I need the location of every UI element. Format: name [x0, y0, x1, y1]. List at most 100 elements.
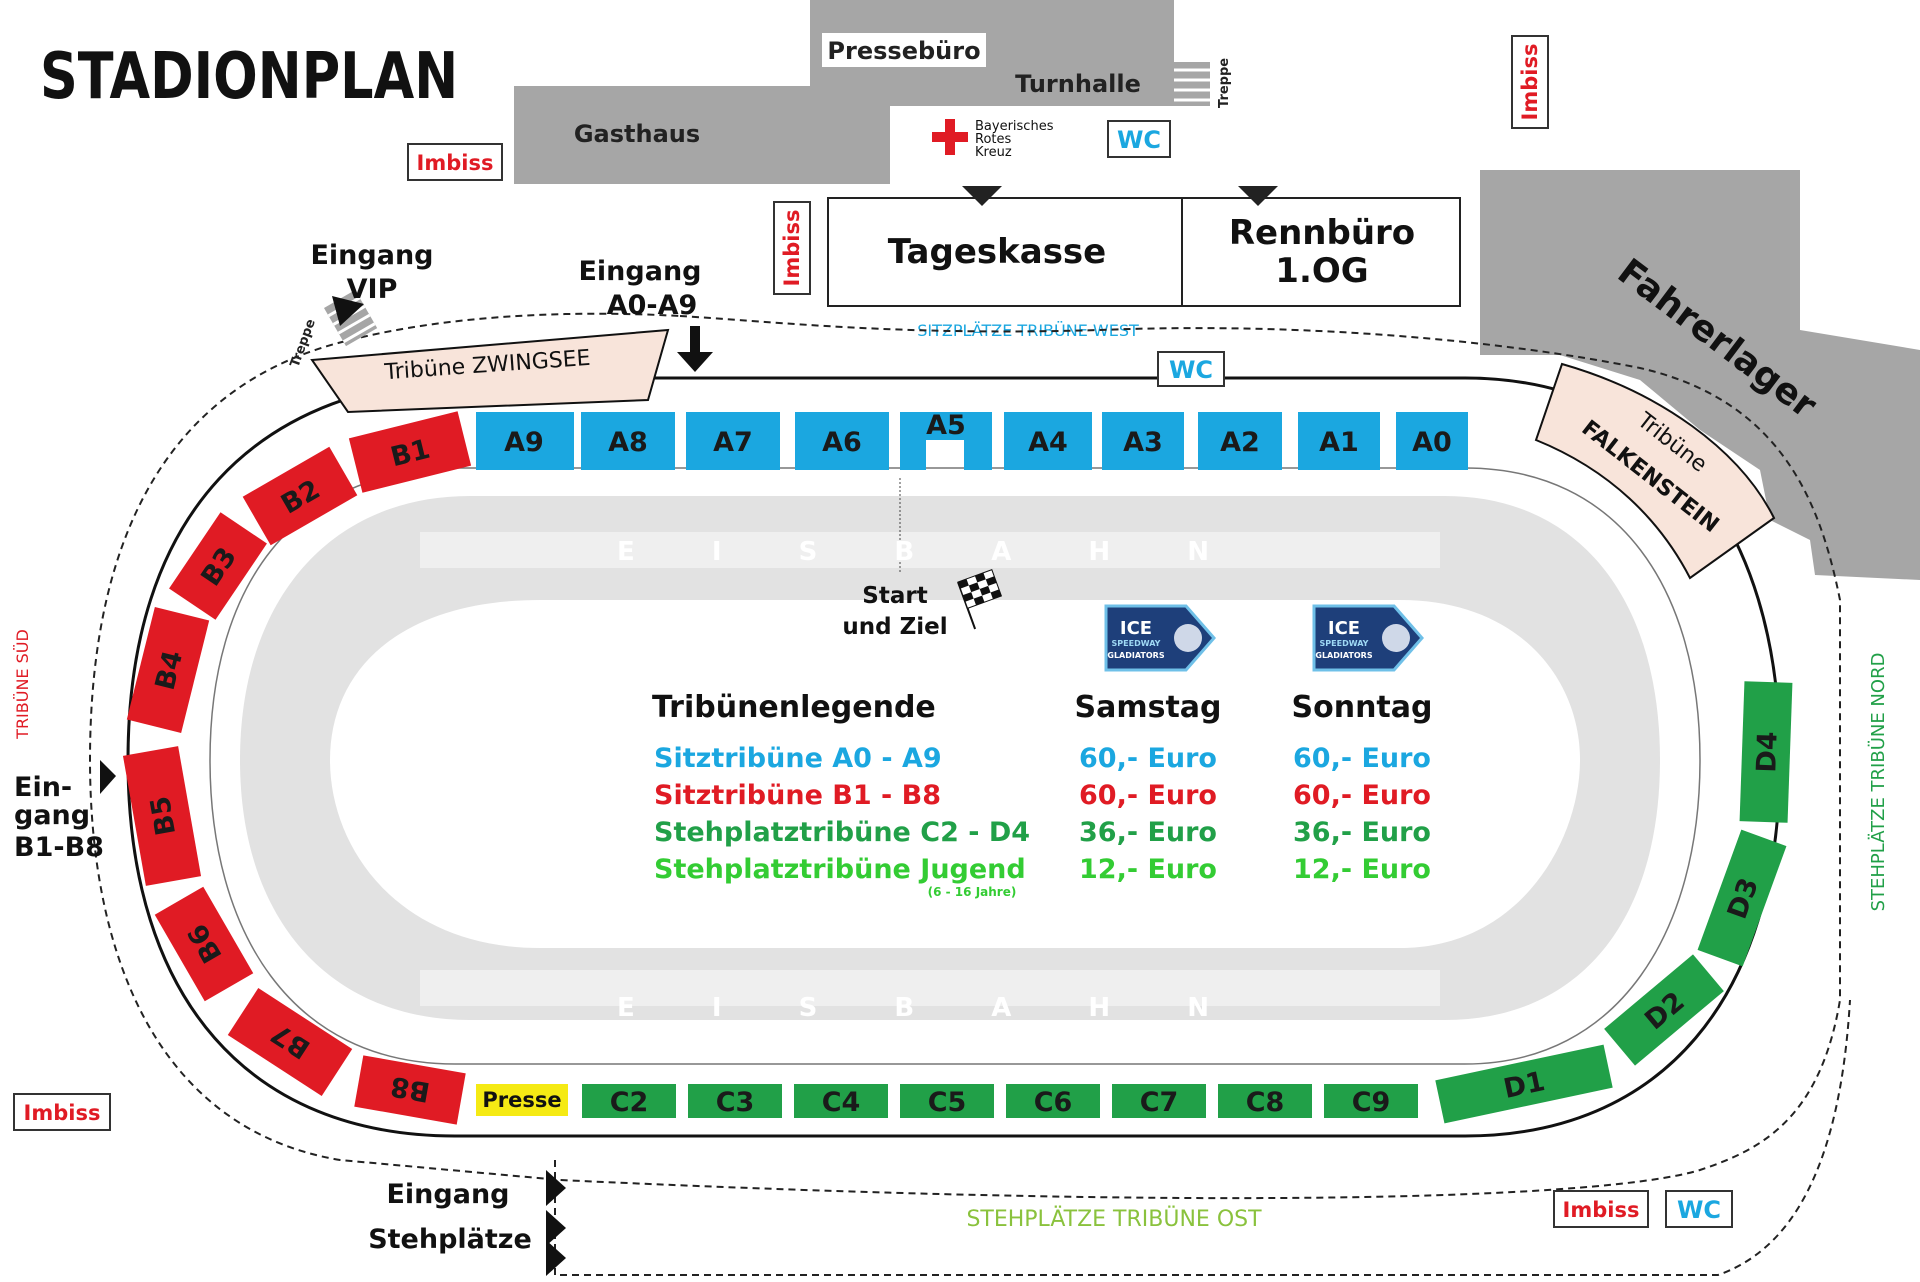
label-a0: A0	[1412, 427, 1452, 458]
blocks-a	[476, 412, 1468, 470]
block-a1[interactable]	[1298, 412, 1380, 470]
block-b3[interactable]: B3	[169, 512, 267, 620]
gasthaus-label: Gasthaus	[574, 120, 700, 148]
page-title: STADIONPLAN	[40, 39, 458, 113]
label-a3: A3	[1123, 427, 1163, 458]
entrance-b-line1: Ein-	[14, 772, 72, 803]
entrance-b-arrow-icon	[100, 760, 116, 794]
label-b8: B8	[388, 1070, 432, 1107]
outer-boundary	[88, 312, 1841, 1200]
imbiss-label-gasthaus: Imbiss	[417, 151, 494, 175]
track-label-top: E I S B A H N	[617, 537, 1243, 567]
block-presse[interactable]	[476, 1084, 568, 1116]
track-label-bottom: E I S B A H N	[617, 993, 1243, 1023]
legend-row-a-sat: 60,- Euro	[1079, 743, 1217, 774]
block-a4[interactable]	[1004, 412, 1092, 470]
entrance-vip-line2: VIP	[347, 274, 398, 305]
block-b7[interactable]: B7	[227, 988, 353, 1096]
block-b6[interactable]: B6	[154, 886, 254, 1002]
entrance-a-line1: Eingang	[578, 256, 701, 287]
buildings	[514, 0, 1920, 580]
block-c8[interactable]	[1218, 1084, 1312, 1118]
tribune-zwingsee	[310, 328, 670, 414]
rennbuero-floor: 1.OG	[1275, 251, 1368, 291]
block-b8[interactable]: B8	[354, 1055, 466, 1125]
legend-row-b-sat: 60,- Euro	[1079, 780, 1217, 811]
legend-youth-note: (6 - 16 Jahre)	[928, 885, 1017, 899]
block-a5[interactable]	[900, 412, 992, 470]
entrance-vip-line1: Eingang	[310, 240, 433, 271]
legend-row-b-label: Sitztribüne B1 - B8	[654, 780, 941, 811]
tribune-falkenstein	[1534, 362, 1776, 580]
block-a6[interactable]	[795, 412, 889, 470]
block-d4[interactable]: D4	[1739, 681, 1793, 823]
kasse-building	[827, 197, 1461, 307]
legend-row-j-label: Stehplatztribüne Jugend	[654, 854, 1026, 885]
block-a0[interactable]	[1396, 412, 1468, 470]
block-a9[interactable]	[476, 412, 574, 470]
label-a2: A2	[1220, 427, 1260, 458]
track-band-top	[420, 532, 1440, 568]
blocks-c	[582, 1084, 1418, 1118]
entrance-steh-line2: Stehplätze	[368, 1224, 532, 1255]
block-c7[interactable]	[1112, 1084, 1206, 1118]
label-c3: C3	[716, 1087, 755, 1118]
block-d2[interactable]: D2	[1604, 954, 1724, 1066]
logo-sun-gladiators: GLADIATORS	[1315, 651, 1372, 660]
block-c6[interactable]	[1006, 1084, 1100, 1118]
entrance-steh-line1: Eingang	[386, 1179, 509, 1210]
imbiss-label-bottom: Imbiss	[1563, 1198, 1640, 1222]
imbiss-box-gasthaus	[407, 143, 503, 181]
tageskasse-label: Tageskasse	[888, 232, 1106, 272]
block-b2[interactable]: B2	[242, 446, 358, 546]
entrance-vip-arrow-icon	[332, 296, 364, 326]
label-c4: C4	[822, 1087, 861, 1118]
ost-boundary	[554, 999, 1851, 1276]
rennbuero-arrow-icon	[1238, 186, 1278, 206]
block-a7[interactable]	[686, 412, 780, 470]
turnhalle-label: Turnhalle	[1015, 70, 1141, 98]
block-c4[interactable]	[794, 1084, 888, 1118]
entrance-b-line2: gang	[14, 800, 90, 831]
block-c2[interactable]	[582, 1084, 676, 1118]
legend-row-c-sun: 36,- Euro	[1293, 817, 1431, 848]
block-d3[interactable]: D3	[1697, 829, 1787, 967]
label-a5: A5	[926, 410, 966, 441]
block-b5[interactable]: B5	[122, 746, 202, 886]
blocks-d: D1 D2 D3 D4	[1435, 681, 1793, 1124]
logo-sun-ice: ICE	[1328, 618, 1360, 639]
block-a8[interactable]	[581, 412, 675, 470]
block-c5[interactable]	[900, 1084, 994, 1118]
checkered-flag-icon	[957, 569, 1003, 630]
label-c6: C6	[1034, 1087, 1073, 1118]
block-c3[interactable]	[688, 1084, 782, 1118]
fahrerlager-area	[1480, 170, 1920, 580]
kasse-arrow-icon	[962, 186, 1002, 206]
label-presse: Presse	[482, 1088, 561, 1112]
wc-box-top	[1107, 120, 1171, 158]
block-d1[interactable]: D1	[1435, 1044, 1613, 1124]
imbiss-label-topright: Imbiss	[1518, 44, 1542, 121]
block-c9[interactable]	[1324, 1084, 1418, 1118]
label-a6: A6	[822, 427, 862, 458]
block-b4[interactable]: B4	[126, 606, 210, 734]
block-a3[interactable]	[1102, 412, 1184, 470]
label-a8: A8	[608, 427, 648, 458]
block-b1[interactable]: B1	[348, 411, 472, 493]
imbiss-box-left	[13, 1093, 111, 1131]
label-c9: C9	[1352, 1087, 1391, 1118]
blocks-b: B1 B2 B3 B4 B5 B6 B7 B8	[122, 411, 472, 1125]
legend-heading: Tribünenlegende	[652, 690, 936, 725]
imbiss-box-topright	[1511, 35, 1549, 129]
turnhalle-lower	[760, 106, 890, 184]
entrance-b-line3: B1-B8	[14, 832, 104, 863]
label-c8: C8	[1246, 1087, 1285, 1118]
entrance-a-line2: A0-A9	[607, 290, 698, 321]
treppe-stairs-icon	[1174, 62, 1210, 106]
track-band-bottom	[420, 970, 1440, 1006]
block-a2[interactable]	[1198, 412, 1282, 470]
brk-line2: Rotes	[975, 132, 1011, 147]
brk-line1: Bayerisches	[975, 119, 1054, 134]
legend-row-c-label: Stehplatztribüne C2 - D4	[654, 817, 1030, 848]
logo-sun-speedway: SPEEDWAY	[1320, 639, 1369, 648]
